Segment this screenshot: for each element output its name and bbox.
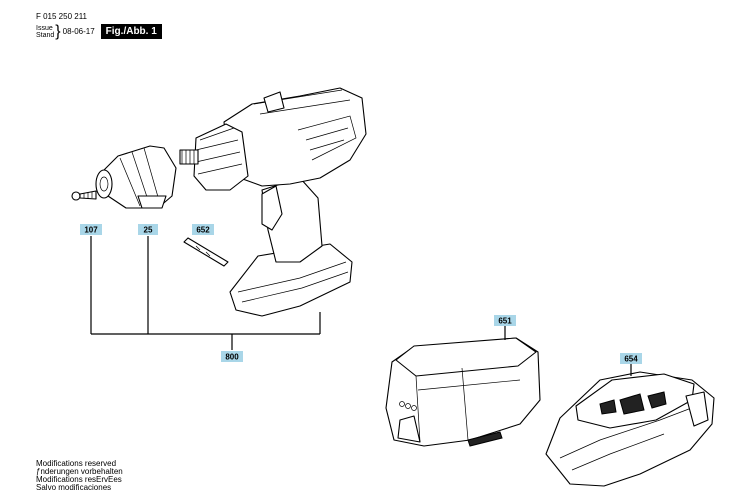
issue-row: Issue Stand } 08-06-17 Fig./Abb. 1 bbox=[36, 22, 162, 40]
issue-label: Issue bbox=[36, 24, 53, 32]
leader-lines bbox=[90, 236, 632, 376]
part-label-651: 651 bbox=[494, 315, 516, 326]
part-label-800: 800 bbox=[221, 351, 243, 362]
part-label-107: 107 bbox=[80, 224, 102, 235]
svg-text:800: 800 bbox=[225, 353, 239, 362]
modifications-note: Modifications reserved ƒnderungen vorbeh… bbox=[36, 460, 123, 492]
document-header: F 015 250 211 Issue Stand } 08-06-17 Fig… bbox=[36, 12, 162, 39]
brace-glyph: } bbox=[55, 22, 61, 40]
battery-illustration bbox=[385, 337, 541, 447]
chuck-illustration bbox=[95, 145, 177, 209]
charger-illustration bbox=[545, 371, 715, 487]
part-label-25: 25 bbox=[138, 224, 158, 235]
doc-number: F 015 250 211 bbox=[36, 12, 88, 21]
footer-line: Salvo modificaciones bbox=[36, 483, 112, 492]
part-label-652: 652 bbox=[192, 224, 214, 235]
stand-label: Stand bbox=[36, 31, 55, 39]
svg-text:25: 25 bbox=[144, 226, 153, 235]
svg-text:107: 107 bbox=[84, 226, 98, 235]
footer-line: ƒnderungen vorbehalten bbox=[36, 467, 123, 476]
issue-date: 08-06-17 bbox=[62, 27, 95, 36]
issue-stand-labels: Issue Stand bbox=[36, 25, 54, 39]
svg-text:651: 651 bbox=[498, 317, 512, 326]
screw-illustration bbox=[71, 190, 97, 201]
figure-label: Fig./Abb. 1 bbox=[100, 24, 162, 39]
footer-line: Modifications resErvEes bbox=[36, 475, 122, 484]
bit-illustration bbox=[183, 237, 229, 267]
part-label-654: 654 bbox=[620, 353, 642, 364]
svg-text:652: 652 bbox=[196, 226, 210, 235]
footer-line: Modifications reserved bbox=[36, 459, 117, 468]
drill-body-illustration bbox=[179, 87, 367, 317]
svg-text:654: 654 bbox=[624, 355, 638, 364]
